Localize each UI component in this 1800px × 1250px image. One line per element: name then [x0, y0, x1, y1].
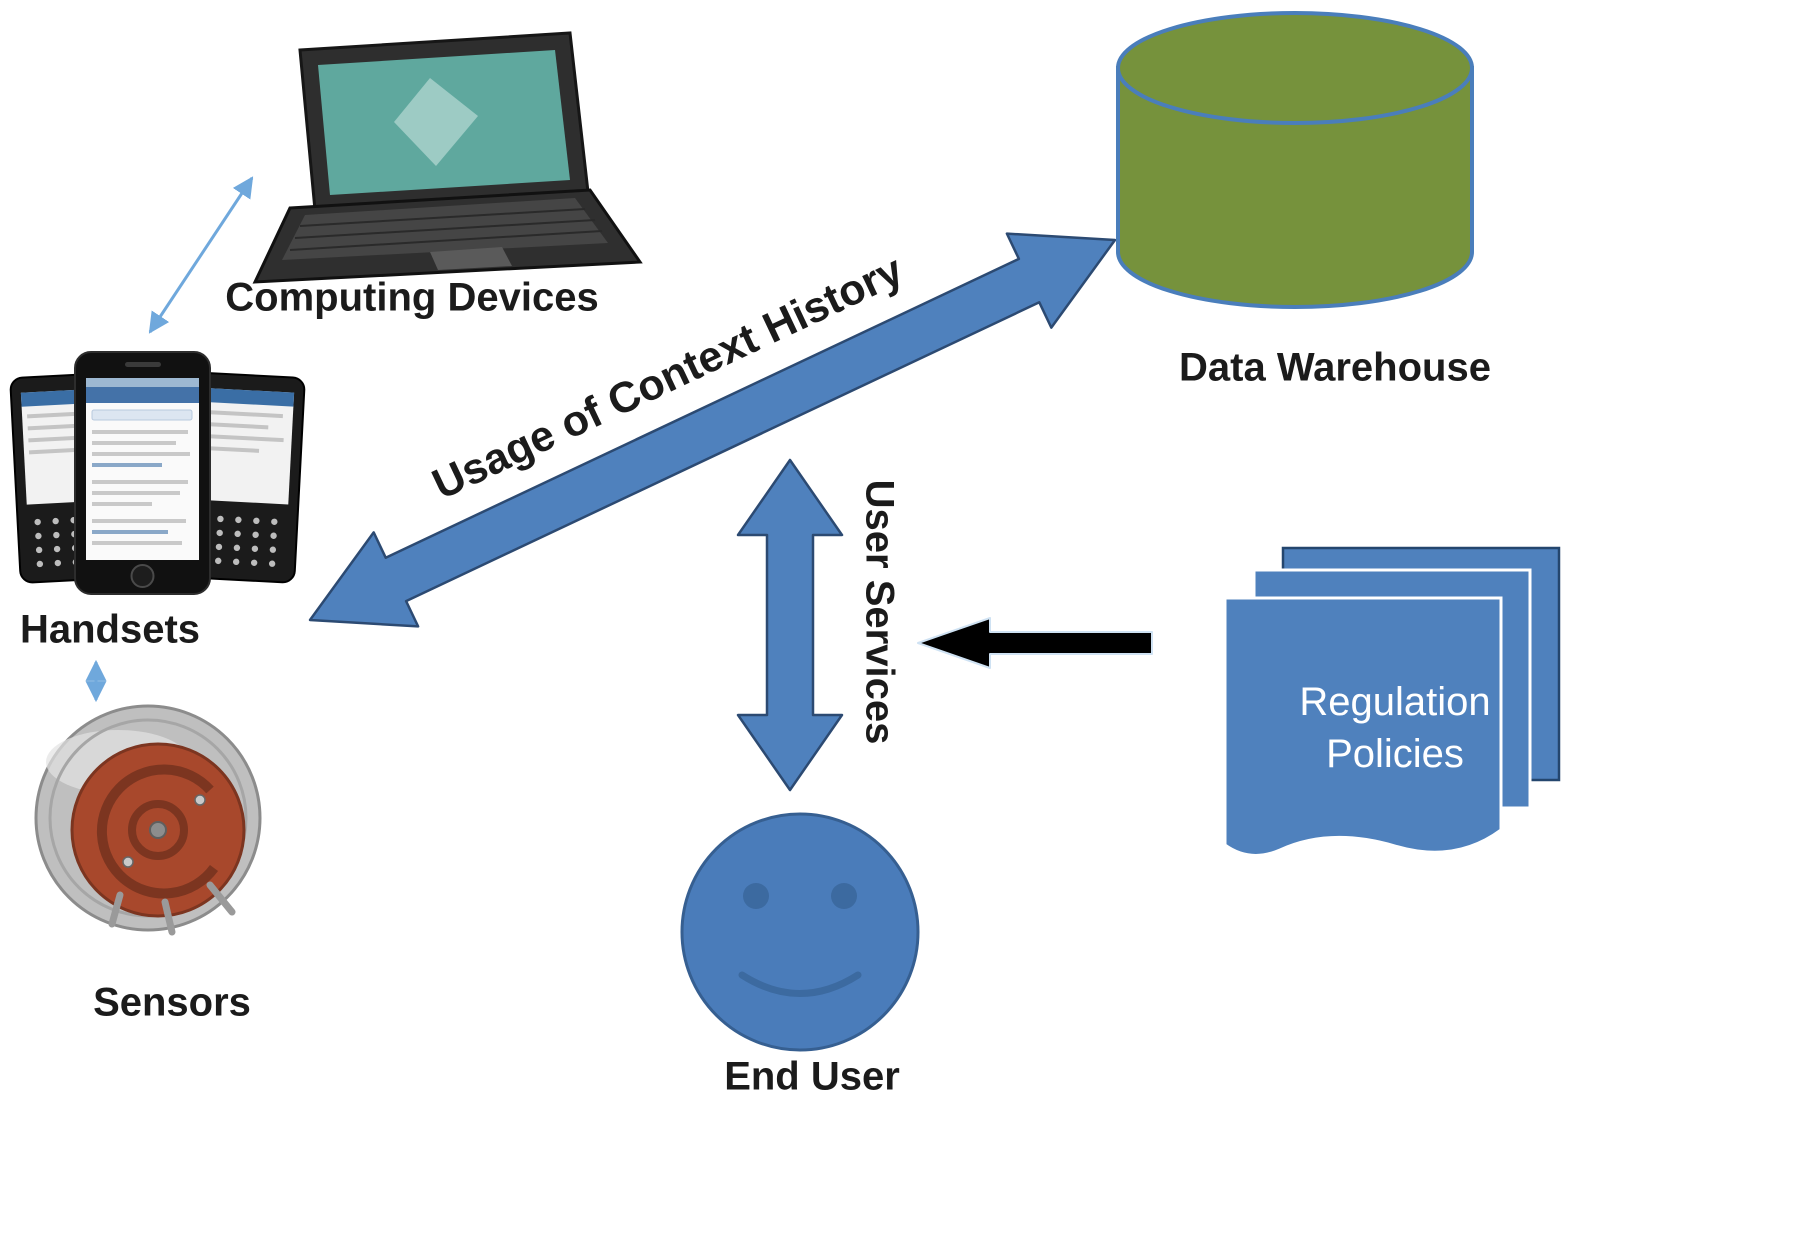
regulation-policies-label: Regulation Policies	[1299, 680, 1491, 776]
user-services-label: User Services	[857, 479, 902, 745]
data-warehouse-body	[1116, 66, 1474, 309]
policy-page-front	[1223, 596, 1503, 857]
laptop-illustration	[252, 31, 643, 284]
end-user-face	[680, 812, 920, 1052]
left-eye	[743, 883, 769, 909]
data-warehouse-label: Data Warehouse	[1179, 345, 1491, 390]
handsets-illustration	[9, 351, 306, 595]
smile	[738, 971, 862, 997]
data-warehouse-cylinder	[1116, 11, 1474, 309]
handsets-label: Handsets	[19, 607, 201, 652]
face-circle	[680, 812, 920, 1052]
laptop-handsets-arrow	[148, 176, 254, 334]
sensor-illustration	[34, 704, 262, 936]
data-warehouse-top	[1116, 11, 1474, 125]
right-eye	[831, 883, 857, 909]
regulation-policies-document	[1223, 546, 1561, 857]
user-services-arrow	[736, 458, 844, 792]
regulation-to-services-arrow	[917, 617, 1153, 669]
sensors-label: Sensors	[93, 980, 251, 1025]
usage-context-history-arrow	[308, 232, 1117, 628]
end-user-label: End User	[724, 1054, 900, 1099]
computing-devices-label: Computing Devices	[225, 275, 599, 320]
